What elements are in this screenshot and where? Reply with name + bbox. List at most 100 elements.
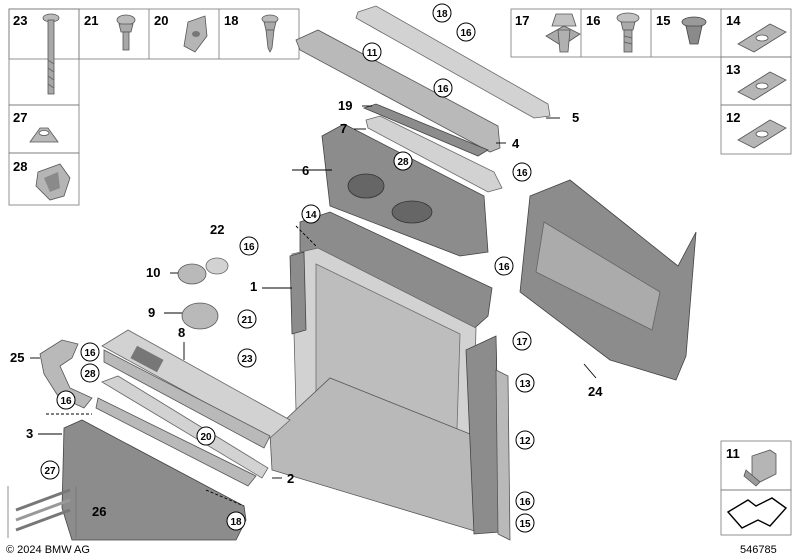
legend-box-13[interactable]: 13 xyxy=(726,62,787,101)
svg-text:16: 16 xyxy=(519,497,531,508)
legend-box-20[interactable]: 20 xyxy=(154,13,208,53)
ref-circle: 16 xyxy=(80,342,100,362)
legend-num: 18 xyxy=(224,13,238,28)
part-label: 26 xyxy=(92,504,106,519)
ref-circle: 14 xyxy=(301,204,321,224)
ref-circle: 16 xyxy=(456,22,476,42)
screw-icon xyxy=(616,12,640,53)
legend-num: 13 xyxy=(726,62,740,77)
legend-box-28[interactable]: 28 xyxy=(13,159,71,201)
bracket-clip-icon xyxy=(737,119,787,149)
part-label: 19 xyxy=(338,98,352,113)
svg-text:21: 21 xyxy=(241,315,253,326)
part-label: 22 xyxy=(210,222,224,237)
part-label: 2 xyxy=(287,471,294,486)
svg-text:16: 16 xyxy=(84,348,96,359)
ref-circle: 15 xyxy=(515,513,535,533)
spring-clip-icon xyxy=(35,163,71,201)
part-label: 8 xyxy=(178,325,185,340)
clip-nut-icon xyxy=(183,15,208,53)
ref-circle: 16 xyxy=(433,78,453,98)
trim-strip-19-7 xyxy=(362,103,503,193)
copyright: © 2024 BMW AG xyxy=(6,544,90,556)
legend-num: 11 xyxy=(726,446,740,461)
legend-box-17[interactable]: 17 xyxy=(515,13,581,53)
legend-box-12[interactable]: 12 xyxy=(726,110,787,149)
legend-box-11[interactable]: 11 xyxy=(720,440,792,536)
sill-trim-strips xyxy=(295,5,551,153)
ref-circle: 21 xyxy=(237,309,257,329)
door-carpet-panel xyxy=(519,179,697,381)
door-handle-25 xyxy=(39,339,93,409)
armrest-bezel xyxy=(101,329,291,449)
speaker-cover xyxy=(181,302,219,330)
svg-text:16: 16 xyxy=(516,168,528,179)
screw-icon xyxy=(261,14,279,53)
svg-text:17: 17 xyxy=(516,337,528,348)
ref-circle: 16 xyxy=(56,390,76,410)
legend-num: 21 xyxy=(84,13,98,28)
svg-text:14: 14 xyxy=(305,210,317,221)
expanding-rivet-icon xyxy=(545,13,581,53)
arrow-icon xyxy=(726,497,788,529)
part-label: 10 xyxy=(146,265,160,280)
ref-circle: 13 xyxy=(515,373,535,393)
legend-box-21[interactable]: 21 xyxy=(84,13,136,51)
legend-right: 17 16 15 14 xyxy=(510,8,792,155)
rod-set xyxy=(7,486,77,538)
legend-num: 27 xyxy=(13,110,27,125)
svg-text:28: 28 xyxy=(84,369,96,380)
svg-text:16: 16 xyxy=(60,396,72,407)
legend-box-14[interactable]: 14 xyxy=(726,13,787,53)
part-number-labels: 1 2 3 4 5 6 7 8 9 10 19 22 24 25 26 xyxy=(10,98,603,519)
legend-box-18[interactable]: 18 xyxy=(224,13,279,53)
bracket-clip-icon xyxy=(737,71,787,101)
ref-circle: 11 xyxy=(362,42,382,62)
push-clip-icon xyxy=(681,16,707,45)
svg-text:16: 16 xyxy=(437,84,449,95)
ref-circle: 27 xyxy=(40,460,60,480)
ref-circle: 28 xyxy=(80,363,100,383)
legend-num: 12 xyxy=(726,110,740,125)
legend-box-27[interactable]: 27 xyxy=(13,110,59,143)
legend-num: 17 xyxy=(515,13,529,28)
svg-text:16: 16 xyxy=(460,28,472,39)
legend-box-16[interactable]: 16 xyxy=(586,12,640,53)
part-label: 6 xyxy=(302,163,309,178)
part-label: 4 xyxy=(512,136,520,151)
ref-circle: 20 xyxy=(196,426,216,446)
svg-text:18: 18 xyxy=(230,517,242,528)
svg-text:16: 16 xyxy=(498,262,510,273)
ref-circle: 16 xyxy=(512,162,532,182)
legend-num: 23 xyxy=(13,13,27,28)
legend-left: 23 21 20 18 xyxy=(8,8,300,206)
part-label: 24 xyxy=(588,384,603,399)
legend-num: 20 xyxy=(154,13,168,28)
svg-text:12: 12 xyxy=(519,436,531,447)
ref-circle: 28 xyxy=(393,151,413,171)
svg-text:23: 23 xyxy=(241,354,253,365)
round-caps xyxy=(177,257,229,285)
part-label: 1 xyxy=(250,279,257,294)
legend-num: 15 xyxy=(656,13,670,28)
circled-refs: 18 16 11 16 16 28 18 14 16 16 21 23 16 2… xyxy=(40,3,535,533)
svg-text:20: 20 xyxy=(200,432,212,443)
part-label: 5 xyxy=(572,110,579,125)
part-label: 9 xyxy=(148,305,155,320)
part-label: 25 xyxy=(10,350,24,365)
upper-panel xyxy=(321,123,489,257)
bracket-clip-icon xyxy=(737,23,787,53)
svg-text:16: 16 xyxy=(243,242,255,253)
side-strip xyxy=(495,369,511,541)
ref-circle: 18 xyxy=(432,3,452,23)
ref-circle: 17 xyxy=(512,331,532,351)
svg-text:28: 28 xyxy=(397,157,409,168)
svg-text:27: 27 xyxy=(44,466,56,477)
svg-text:18: 18 xyxy=(436,9,448,20)
legend-box-23[interactable]: 23 xyxy=(13,13,60,95)
svg-text:15: 15 xyxy=(519,519,531,530)
ref-circle: 12 xyxy=(515,430,535,450)
svg-text:13: 13 xyxy=(519,379,531,390)
legend-box-15[interactable]: 15 xyxy=(656,13,707,45)
